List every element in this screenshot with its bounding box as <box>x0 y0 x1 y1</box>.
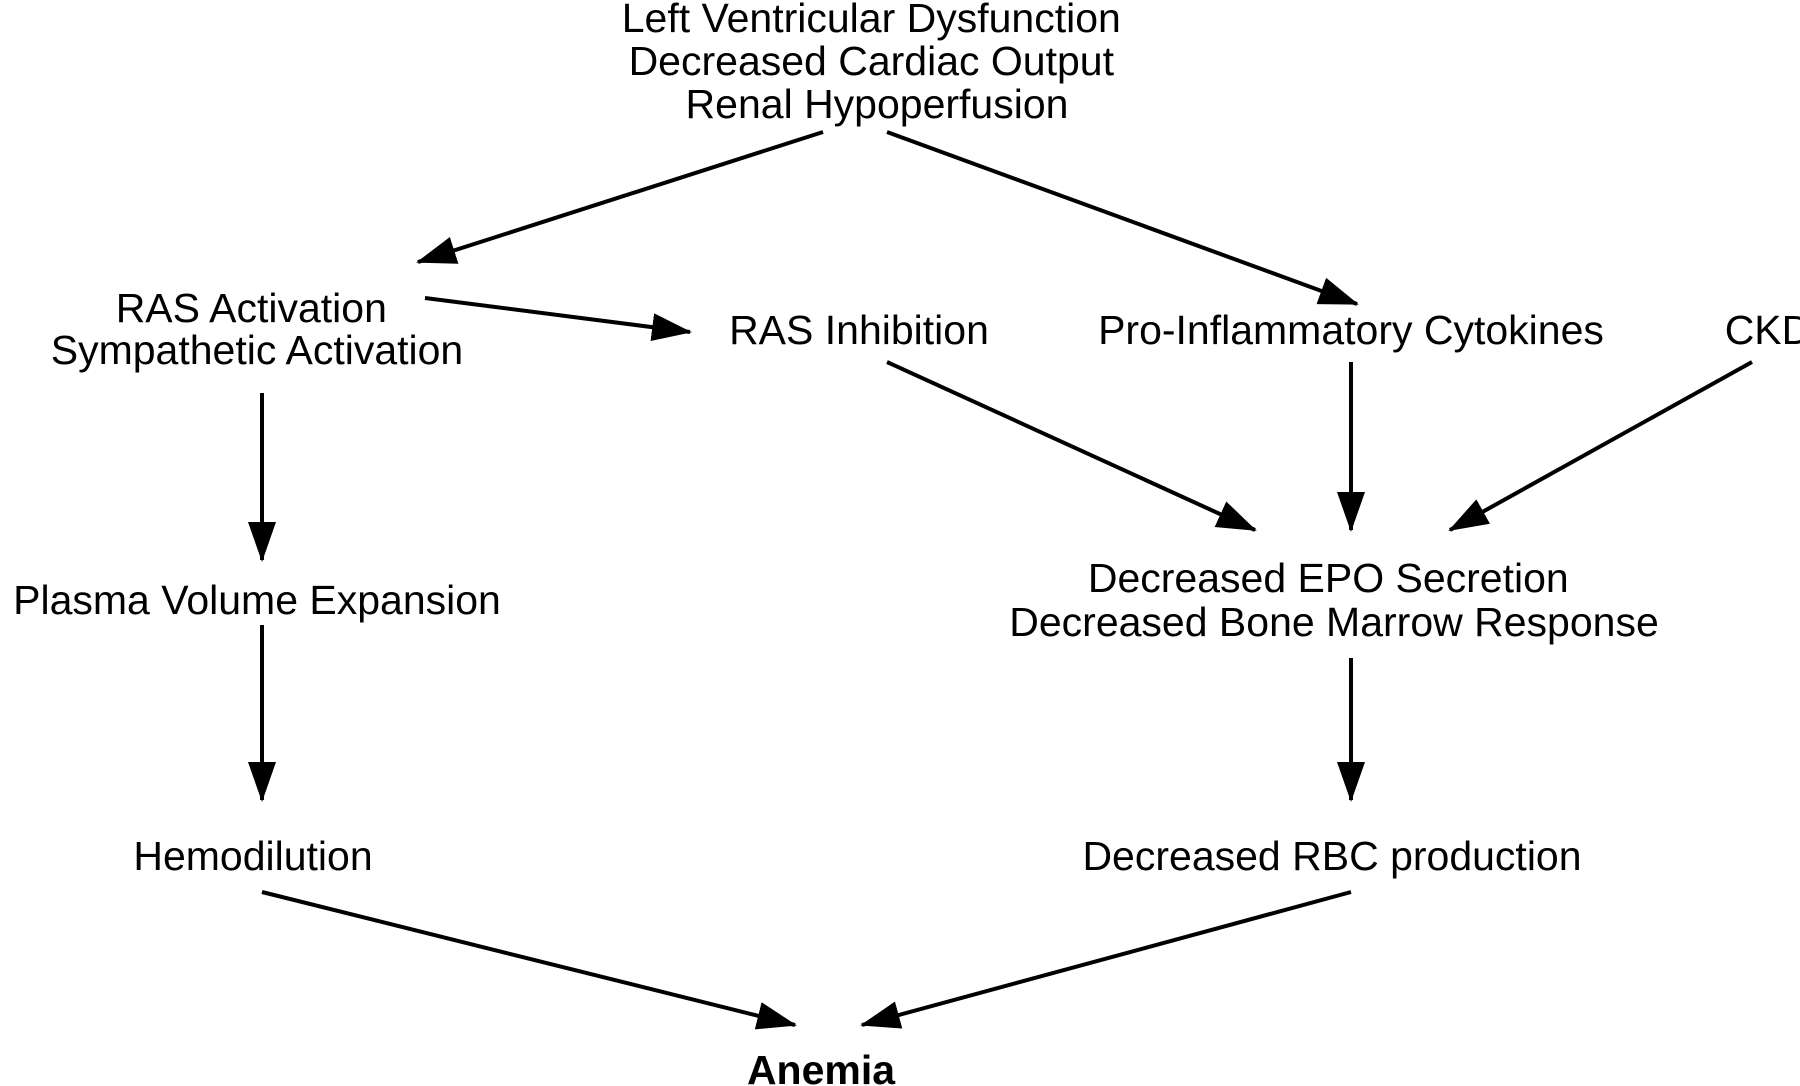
nodes: Left Ventricular Dysfunction Decreased C… <box>13 0 1800 1086</box>
arrow-ras-inhibition-to-epo <box>886 360 1257 532</box>
edges <box>248 130 1753 1030</box>
node-hemodilution: Hemodilution <box>133 833 372 879</box>
node-lv-dysfunction-line-3: Renal Hypoperfusion <box>686 81 1069 127</box>
node-lv-dysfunction-line-1: Left Ventricular Dysfunction <box>622 0 1121 41</box>
node-rbc: Decreased RBC production <box>1082 833 1581 879</box>
node-lv-dysfunction: Left Ventricular Dysfunction Decreased C… <box>622 0 1133 127</box>
node-plasma-volume: Plasma Volume Expansion <box>13 577 501 623</box>
node-epo-line-1: Decreased EPO Secretion <box>1088 555 1569 601</box>
node-ras-activation-line-1: RAS Activation <box>116 285 387 331</box>
node-ras-activation-line-2: Sympathetic Activation <box>51 327 463 373</box>
node-cytokines: Pro-Inflammatory Cytokines <box>1098 307 1604 353</box>
node-ras-inhibition: RAS Inhibition <box>729 307 989 353</box>
node-anemia: Anemia <box>747 1047 896 1086</box>
arrow-lv-to-cytokines <box>886 130 1359 306</box>
arrow-lv-to-ras-activation <box>416 130 824 264</box>
arrow-ras-activation-to-ras-inhibition <box>424 296 692 342</box>
node-ckd: CKD <box>1725 307 1800 353</box>
node-ras-activation: RAS Activation Sympathetic Activation <box>51 285 463 373</box>
arrow-hemodilution-to-anemia <box>261 890 797 1030</box>
node-epo: Decreased EPO Secretion Decreased Bone M… <box>1009 555 1659 645</box>
node-lv-dysfunction-line-2: Decreased Cardiac Output <box>629 38 1115 84</box>
node-epo-line-2: Decreased Bone Marrow Response <box>1009 599 1659 645</box>
arrow-rbc-to-anemia <box>860 890 1352 1029</box>
arrow-ckd-to-epo <box>1448 360 1753 532</box>
